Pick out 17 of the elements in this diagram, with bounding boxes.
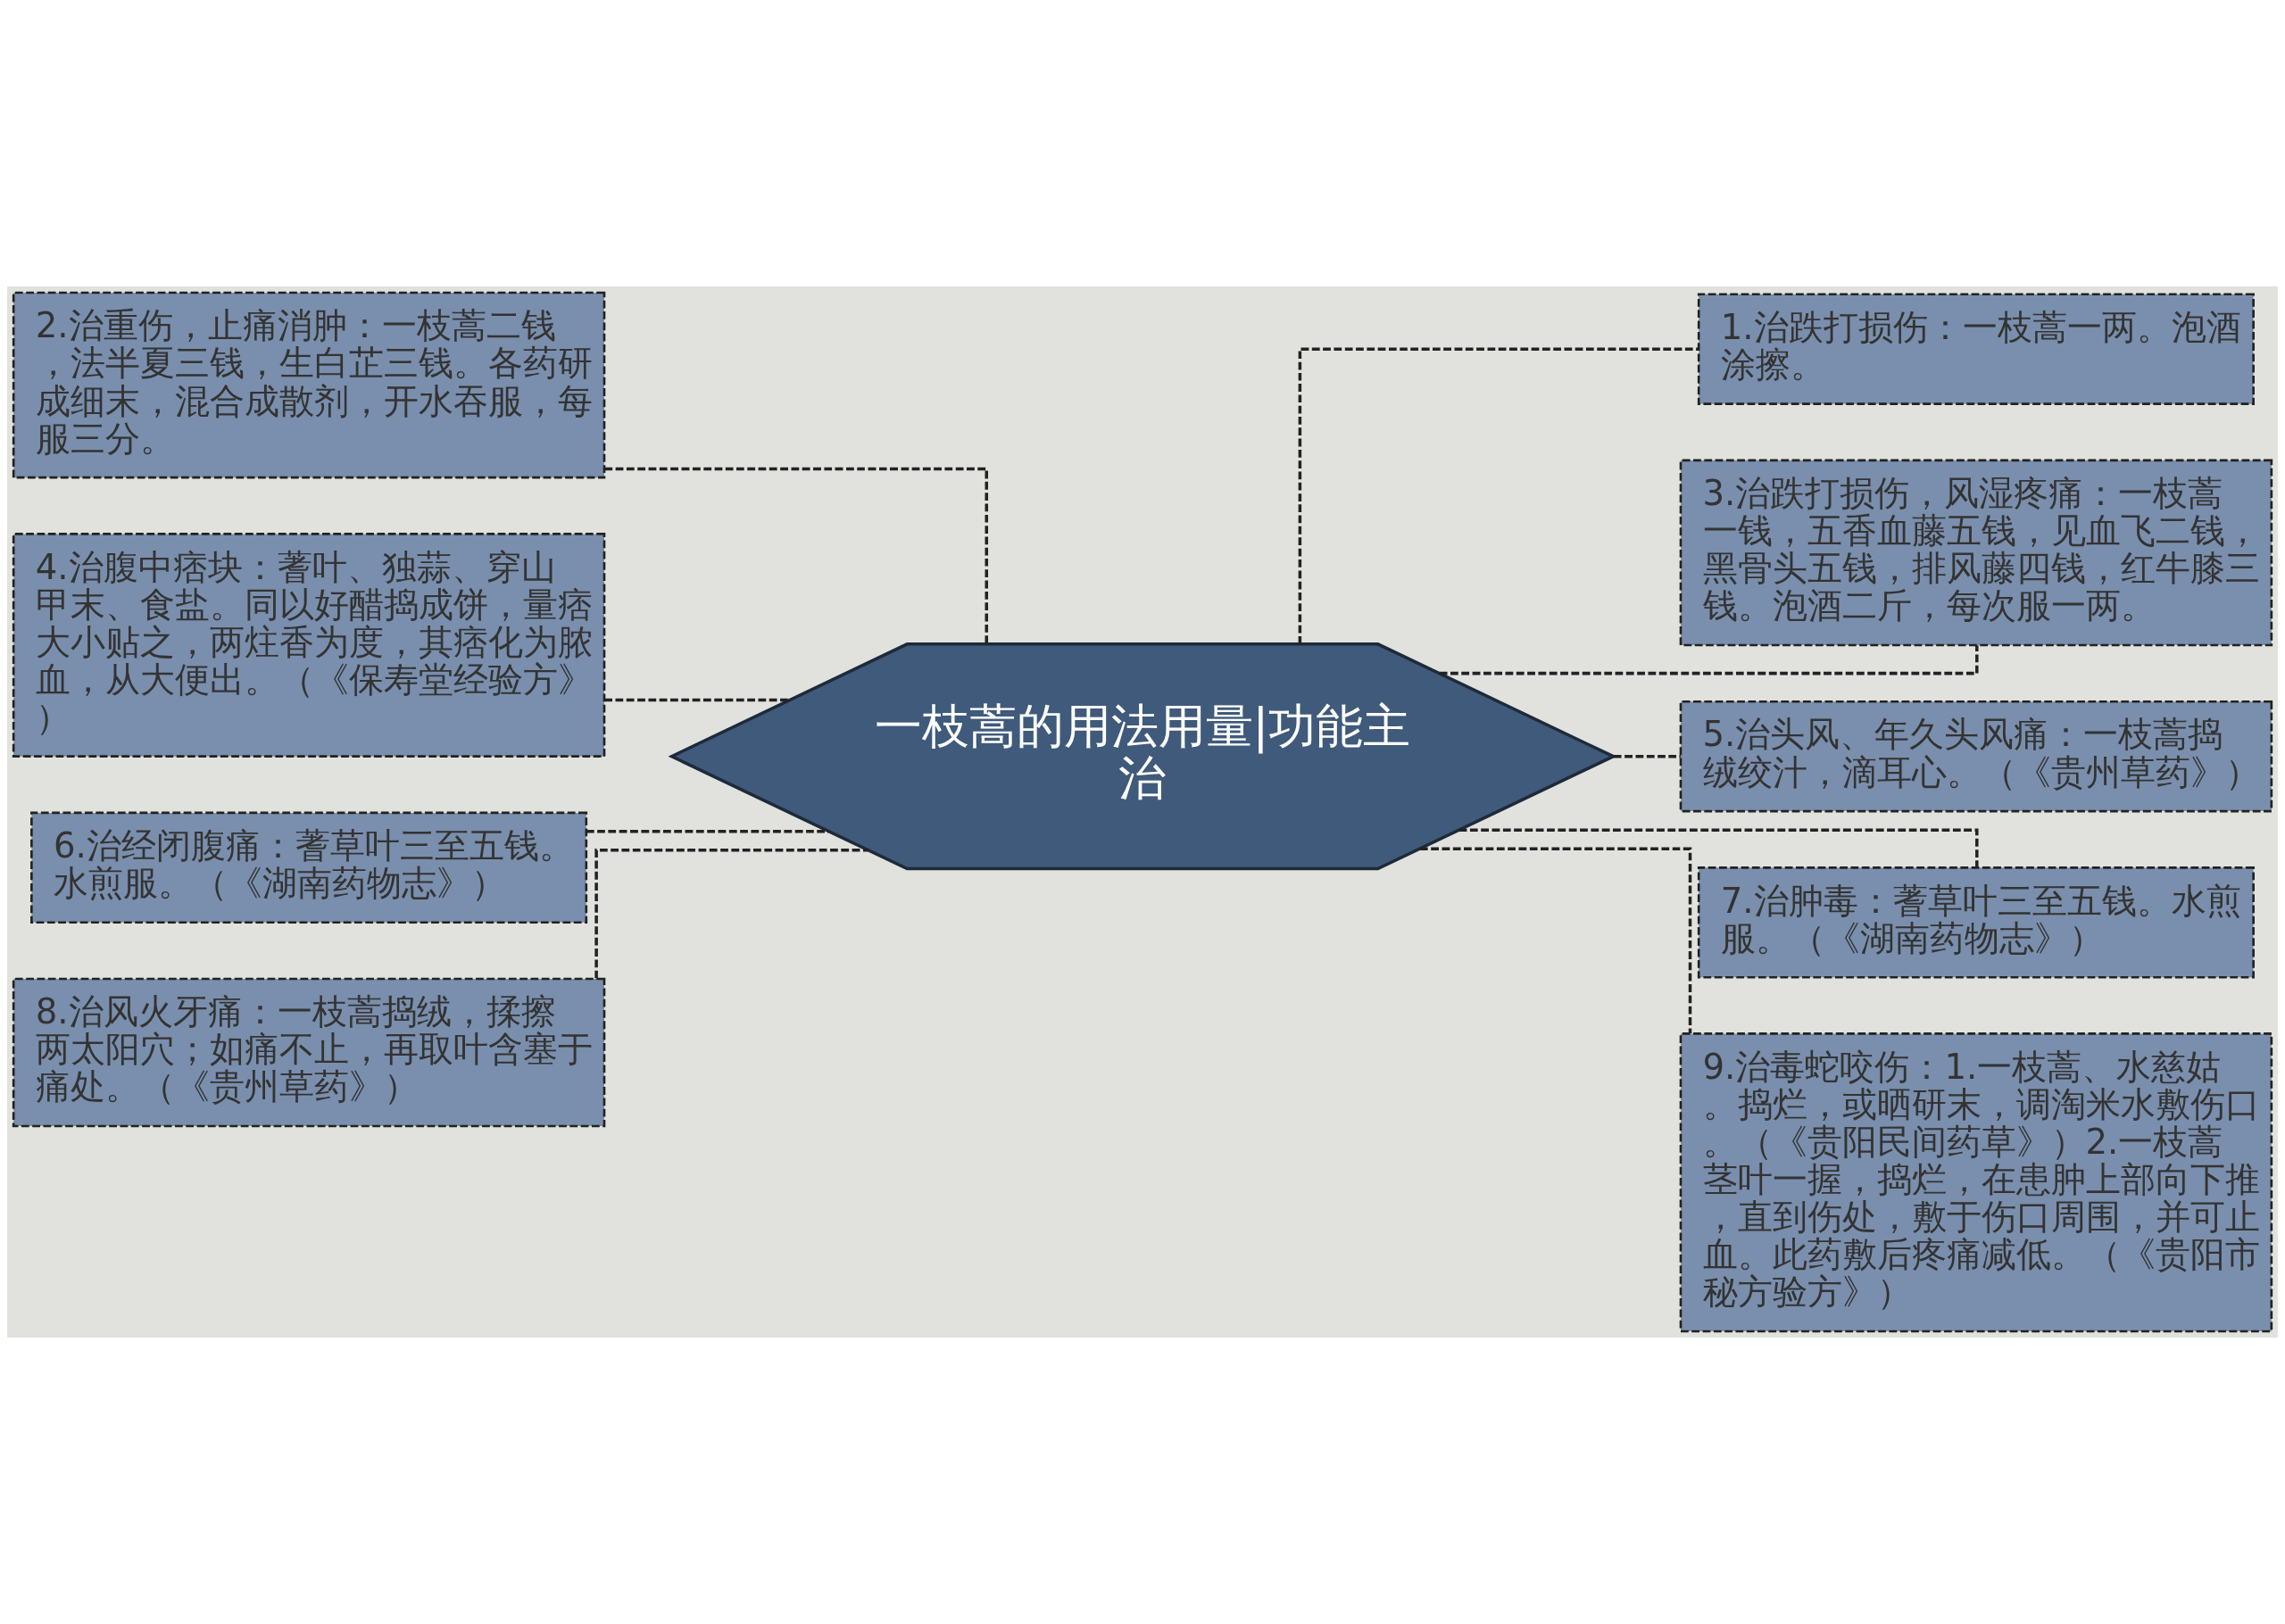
connector (1419, 847, 1692, 1033)
node-box: 8.治风火牙痛：一枝蒿捣绒，揉擦两太阳穴；如痛不止，再取叶含塞于痛处。（《贵州草药》） (12, 977, 606, 1128)
node-box: 1.治跌打损伤：一枝蒿一两。泡酒涂擦。 (1697, 293, 2255, 405)
connector (604, 698, 789, 702)
node-box: 5.治头风、年久头风痛：一枝蒿捣绒绞汁，滴耳心。（《贵州草药》） (1679, 700, 2273, 813)
node-box: 9.治毒蛇咬伤：1.一枝蒿、水慈姑。捣烂，或晒研末，调淘米水敷伤口。（《贵阳民间药草》）2.一枝蒿茎叶一握，捣烂，在患肿上部向下推，直到伤处，敷于伤口周围，并可止血。此药敷后疼痛减低。（《贵阳市秘方验方》） (1679, 1032, 2273, 1333)
node-box: 3.治跌打损伤，风湿疼痛：一枝蒿一钱，五香血藤五钱，见血飞二钱，黑骨头五钱，排风藤四钱，红牛膝三钱。泡酒二斤，每次服一两。 (1679, 459, 2273, 647)
node-box: 4.治腹中痞块：蓍叶、独蒜、穿山甲末、食盐。同以好醋捣成饼，量痞大小贴之，两炷香为度，其痞化为脓血，从大便出。（《保寿堂经验方》） (12, 533, 606, 758)
connector (594, 849, 868, 979)
connector (604, 467, 989, 644)
node-box: 7.治肿毒：蓍草叶三至五钱。水煎服。（《湖南药物志》） (1697, 866, 2255, 979)
connector (1458, 828, 1979, 868)
connector (586, 830, 829, 833)
node-box: 6.治经闭腹痛：蓍草叶三至五钱。水煎服。（《湖南药物志》） (30, 811, 588, 924)
connector (1298, 347, 1699, 644)
node-box: 2.治重伤，止痛消肿：一枝蒿二钱，法半夏三钱，生白芷三钱。各药研成细末，混合成散剂，开水吞服，每服三分。 (12, 291, 606, 479)
connector (1613, 754, 1681, 758)
